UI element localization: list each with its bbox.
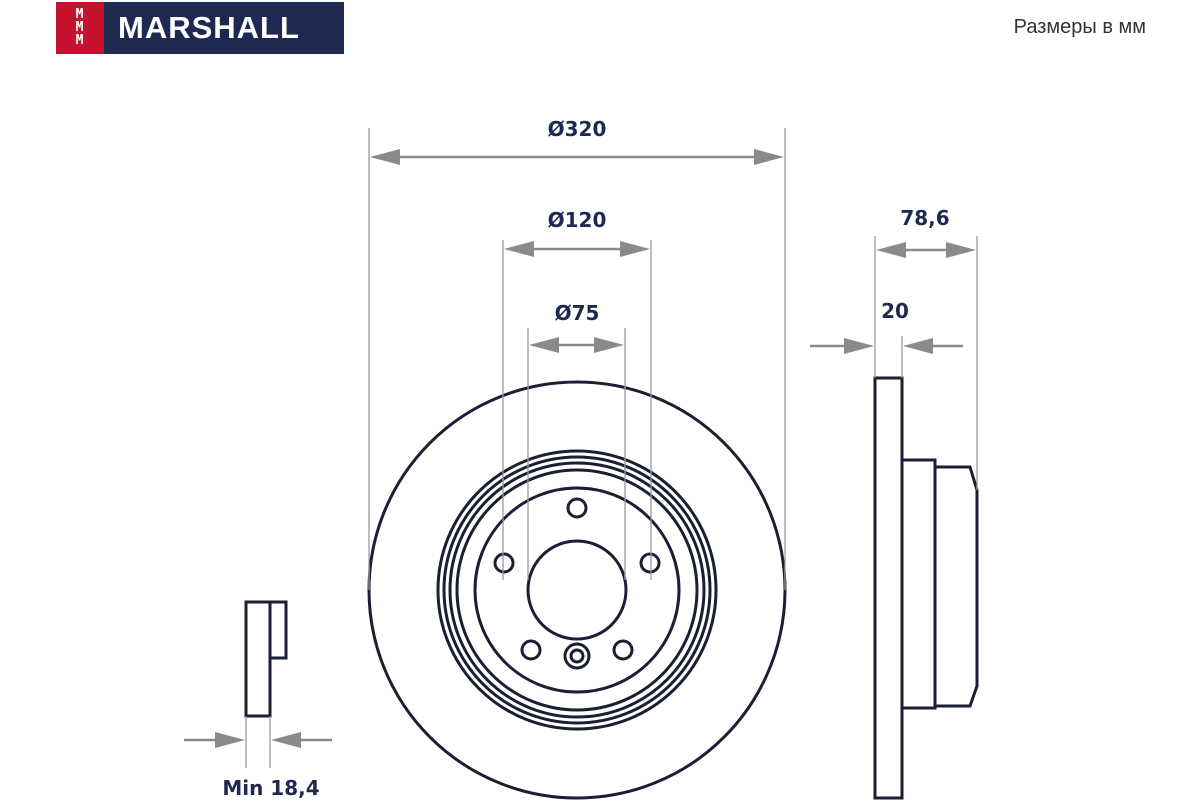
brand-mark-row: M [75, 7, 85, 22]
brand-mark-icon: M M M [56, 2, 104, 54]
hat-outer-ring [436, 449, 718, 731]
outer-diameter-label: Ø320 [548, 117, 607, 141]
hat-inner-ring [455, 468, 699, 712]
units-label: Размеры в мм [1013, 16, 1146, 38]
hat-section [902, 458, 937, 710]
min-thickness-view [244, 600, 288, 768]
extension-lines [368, 128, 786, 590]
brand-mark-row: M [75, 20, 85, 35]
disc-side-view [873, 236, 979, 800]
dimension-overall-height: 78,6 [876, 206, 976, 258]
bolt-hole [612, 639, 634, 661]
bolt-hole [566, 497, 588, 519]
set-screw-hole-outer [563, 642, 591, 670]
hub-face [473, 486, 681, 694]
disc-friction-section [873, 376, 904, 800]
brand-mark-row: M [75, 33, 85, 48]
dimension-center-bore: Ø75 [529, 301, 624, 353]
min-thickness-label: Min 18,4 [222, 776, 319, 800]
bolt-circle-label: Ø120 [548, 208, 607, 232]
min-thickness-step [270, 600, 288, 660]
bolt-hole [639, 552, 661, 574]
disc-front-view [367, 380, 787, 800]
set-screw-hole-inner [569, 648, 585, 664]
dimension-min-thickness: Min 18,4 [184, 732, 332, 800]
dimension-bolt-circle: Ø120 [504, 208, 650, 257]
brand-name: MARSHALL [118, 10, 300, 45]
disc-outer-edge [367, 380, 787, 800]
bolt-hole [493, 552, 515, 574]
bolt-hole [520, 639, 542, 661]
center-bore-label: Ø75 [555, 301, 600, 325]
dimension-disc-thickness: 20 [810, 299, 963, 354]
center-bore [526, 539, 628, 641]
hat-ring-2 [442, 455, 712, 725]
dimension-outer-diameter: Ø320 [370, 117, 784, 165]
hub-flange-section [935, 465, 979, 708]
overall-height-label: 78,6 [900, 206, 949, 230]
hat-ring-3 [448, 461, 706, 719]
min-thickness-section [244, 600, 272, 718]
brand-logo: M M M MARSHALL [56, 2, 344, 54]
disc-thickness-label: 20 [881, 299, 909, 323]
